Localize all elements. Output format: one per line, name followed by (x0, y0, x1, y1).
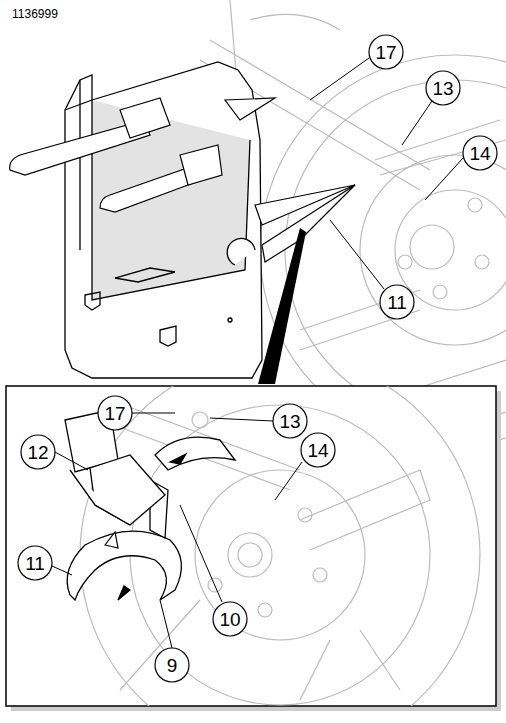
callout-number: 11 (380, 293, 414, 313)
callout-number: 13 (426, 79, 460, 99)
callout-number: 13 (273, 412, 307, 432)
callout-number: 14 (301, 441, 335, 461)
leader-lines (52, 58, 463, 648)
inset-frame (6, 386, 496, 706)
callout-number: 17 (369, 43, 403, 63)
callout-number: 14 (463, 144, 497, 164)
callout-circles (18, 35, 497, 682)
arrows (105, 454, 186, 600)
callout-number: 17 (98, 404, 132, 424)
callout-number: 12 (21, 443, 55, 463)
detail-pointer (258, 228, 306, 384)
callout-number: 9 (155, 656, 189, 676)
callout-number: 10 (213, 610, 247, 630)
callout-number: 11 (18, 554, 52, 574)
inset-strap (65, 410, 235, 600)
document-number: 1136999 (12, 8, 58, 20)
